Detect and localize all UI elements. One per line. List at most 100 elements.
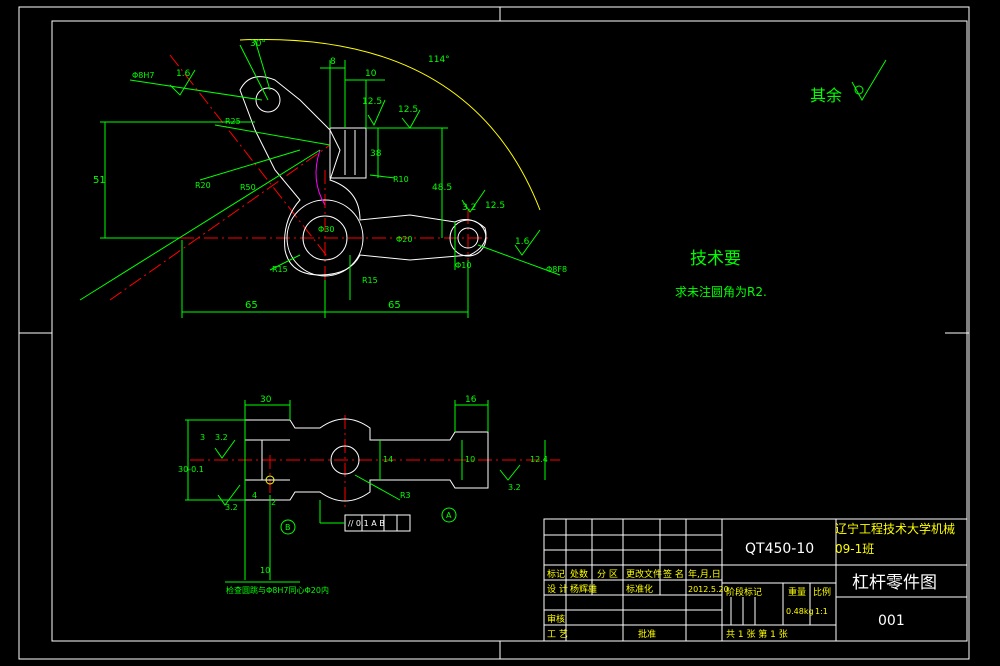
datum-a-label: A	[446, 511, 452, 520]
tb-col-sign: 签 名	[663, 568, 684, 580]
tb-weight: 0.48kg	[786, 607, 814, 616]
roughness-1	[169, 69, 196, 96]
dim-10: 10	[365, 69, 377, 79]
centerline-diag	[169, 54, 331, 261]
top-dim-10-text: 10	[465, 455, 475, 464]
top-dim-16-text: 16	[465, 395, 477, 405]
tb-col-zone: 分 区	[597, 569, 618, 580]
tb-date: 2012.5.20	[688, 585, 729, 594]
dim-phi10: Φ10	[455, 261, 471, 270]
dim-r15b: R15	[362, 276, 378, 285]
dim-12-5b: 12.5	[398, 105, 418, 115]
roughness-note: 其余	[810, 86, 842, 105]
top-body	[244, 418, 489, 502]
tb-process-label: 工 艺	[547, 629, 568, 640]
hole-main-outer	[286, 199, 364, 277]
leader-top-angle	[254, 39, 271, 91]
tb-col-mark: 标记	[547, 568, 565, 580]
leader-r10	[369, 174, 396, 179]
tb-drawing-name: 杠杆零件图	[852, 573, 937, 593]
leader-r20	[199, 149, 301, 181]
dim-38: 38	[370, 149, 382, 159]
top-dim-14-text: 14	[383, 455, 393, 464]
dim-r50: R50	[240, 183, 256, 192]
leader-phi8h7	[129, 79, 263, 101]
dim-phi8f8: Φ8F8	[546, 265, 567, 274]
angle-114: 114°	[428, 55, 450, 65]
top-dim-12-text: 12.4	[530, 455, 548, 464]
tech-req-note: 求未注圆角为R2.	[675, 284, 767, 299]
leader-r15	[269, 254, 301, 271]
leader-r25	[214, 124, 331, 146]
hole-main	[302, 215, 348, 261]
tb-total-sheets: 共 1 张 第 1 张	[726, 628, 788, 640]
dim-3-2: 3.2	[462, 203, 476, 213]
arc-114	[239, 38, 541, 211]
tb-weight-label: 重量	[788, 586, 806, 598]
leader-r50	[79, 149, 321, 301]
dim-phi20: Φ20	[396, 235, 412, 244]
dim-phi30: Φ30	[318, 225, 334, 234]
title-block: QT450-10 辽宁工程技术大学机械 09-1班 杠杆零件图 001 标记 处…	[543, 518, 968, 642]
top-d10-text: 10	[260, 566, 270, 575]
leader-phi8f8	[477, 244, 561, 276]
roughness-5	[461, 189, 486, 213]
top-dim-h30-text: 30-0.1	[178, 465, 204, 474]
top-rough-1	[214, 439, 236, 459]
tb-stage-mark: 阶段标记	[726, 586, 762, 598]
leader-30	[239, 44, 269, 101]
roughness-circle	[854, 85, 864, 95]
roughness-4	[514, 229, 541, 256]
roughness-3	[401, 109, 421, 129]
top-dim-3-text: 3	[200, 433, 205, 442]
tb-col-docno: 更改文件	[626, 568, 662, 580]
angle-30: 30°	[250, 39, 266, 49]
tb-drawing-number: 001	[878, 613, 905, 629]
dim-r15: R15	[272, 265, 288, 274]
tb-review-label: 审核	[547, 613, 565, 625]
dim-65: 65	[245, 300, 258, 311]
dim-65-0-1: 65	[388, 300, 401, 311]
tb-col-date: 年,月,日	[688, 568, 721, 580]
top-f32c-text: 3.2	[508, 483, 521, 492]
top-view: 30 16 30-0.1 3 14 10 12.4 3.2 3.2 3.2 R3…	[178, 395, 560, 595]
top-bottom-note: 检查圆跳与Φ8H7同心Φ20内	[226, 585, 329, 595]
top-f32b-text: 3.2	[225, 503, 238, 512]
dim-1-6b: 1.6	[515, 237, 530, 247]
top-dim-30-text: 30	[260, 395, 272, 405]
dim-51: 51	[93, 175, 106, 186]
hole-right	[457, 227, 479, 249]
tb-material: QT450-10	[745, 541, 814, 557]
dim-phi8h7: Φ8H7	[132, 71, 155, 80]
tb-scale: 1:1	[815, 607, 828, 616]
dim-8: 8	[330, 57, 336, 67]
inner-frame	[51, 20, 968, 642]
dim-1-6a: 1.6	[176, 69, 191, 79]
roughness-2	[367, 99, 386, 127]
dim-r20: R20	[195, 181, 211, 190]
top-hole	[330, 445, 360, 475]
top-d2-text: 2	[271, 498, 276, 507]
tech-req-title: 技术要	[690, 249, 741, 269]
top-d4-text: 4	[252, 491, 257, 500]
dim-r25: R25	[225, 117, 241, 126]
top-r3-text: R3	[400, 491, 411, 500]
centerline-r50	[109, 144, 331, 301]
front-view: 51 65 65 48.5 8 10 12.5 12.5 38 114° 30°…	[79, 38, 567, 318]
tb-col-count: 处数	[570, 568, 588, 580]
tolerance-text: // 0.1 A B	[348, 519, 385, 528]
tb-scale-label: 比例	[813, 586, 831, 598]
hole-top	[255, 87, 281, 113]
top-rough-3	[499, 464, 521, 481]
datum-b-label: B	[285, 523, 291, 532]
top-rough-2	[217, 484, 241, 506]
lever-body	[239, 76, 487, 276]
dim-12-5c: 12.5	[485, 201, 505, 211]
magenta-arc	[315, 149, 326, 206]
tb-school: 辽宁工程技术大学机械	[835, 521, 955, 536]
tb-std-label: 标准化	[626, 583, 653, 595]
slot	[329, 127, 367, 179]
dim-48-5: 48.5	[432, 183, 452, 193]
hole-right-outer	[449, 219, 487, 257]
